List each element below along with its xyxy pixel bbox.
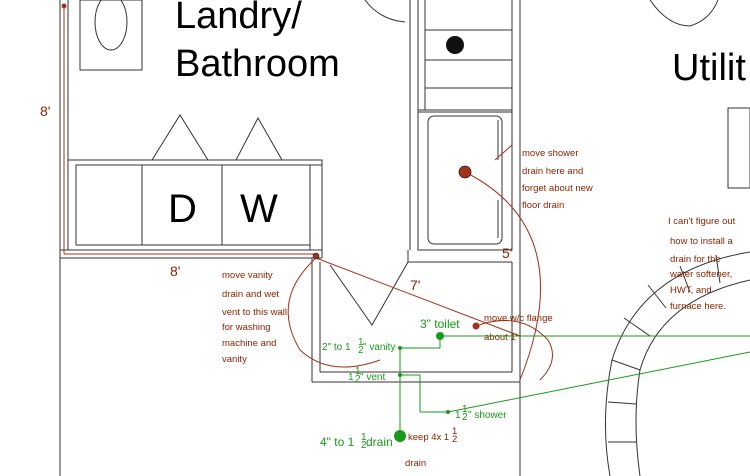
vent-pipe-node	[398, 373, 402, 377]
toilet-pipe-node	[436, 332, 444, 340]
shower-stall	[417, 111, 513, 251]
washer-dryer-unit: D W	[67, 114, 323, 251]
shower-pipe-label: 1 1 2 " shower	[455, 404, 507, 423]
svg-text:forget about new: forget about new	[522, 183, 593, 194]
svg-text:1: 1	[452, 426, 457, 437]
toilet-label: 3" toilet	[420, 317, 460, 331]
svg-text:drain and wet: drain and wet	[222, 289, 279, 300]
svg-text:2" to 1: 2" to 1	[322, 342, 351, 353]
svg-text:1: 1	[355, 366, 361, 377]
svg-text:1: 1	[358, 337, 364, 348]
svg-text:" shower: " shower	[468, 410, 507, 421]
note-move-vanity: move vanity drain and wet vent to this w…	[222, 270, 287, 365]
vanity-label: 2" to 1 1 2 " vanity	[322, 337, 395, 356]
main-drain-label: 4" to 1 1 2 drain	[320, 432, 393, 451]
dim-bottom-wall: 8'	[170, 263, 180, 279]
wc-flange-marker	[472, 322, 480, 330]
note-move-shower: move shower drain here and forget about …	[522, 148, 593, 211]
stair-post-icon	[446, 36, 464, 54]
svg-text:drain: drain	[405, 458, 426, 469]
washer-label: W	[240, 187, 278, 231]
svg-text:1: 1	[462, 404, 468, 415]
dim-shower-side: 5'	[502, 245, 512, 261]
svg-text:water softener,: water softener,	[669, 269, 732, 280]
walls	[59, 0, 750, 476]
svg-text:drain for the: drain for the	[670, 254, 721, 265]
main-drain-node	[394, 430, 406, 442]
spiral-stair	[604, 251, 750, 476]
svg-text:vent to this wall: vent to this wall	[222, 307, 287, 318]
svg-text:2: 2	[361, 440, 367, 451]
svg-text:vanity: vanity	[222, 354, 247, 365]
dim-left-wall: 8'	[40, 103, 50, 119]
svg-text:keep 4x 1: keep 4x 1	[408, 432, 449, 443]
dim-diagonal: 7'	[410, 277, 420, 293]
svg-text:about 1': about 1'	[484, 332, 518, 343]
plumbing-lines	[399, 335, 750, 436]
svg-text:drain here and: drain here and	[522, 166, 583, 177]
svg-text:4" to 1: 4" to 1	[320, 435, 355, 449]
svg-text:move w/c flange: move w/c flange	[484, 313, 553, 324]
svg-text:for washing: for washing	[222, 322, 271, 333]
vanity-pipe-node	[398, 346, 402, 350]
svg-text:1: 1	[361, 432, 367, 443]
svg-text:drain: drain	[366, 435, 393, 449]
svg-text:2: 2	[462, 412, 468, 423]
svg-text:how to install a: how to install a	[670, 236, 734, 247]
dimension-lines	[63, 6, 553, 381]
svg-text:" vent: " vent	[360, 372, 385, 383]
shower-drain-marker	[458, 165, 472, 179]
svg-text:" vanity: " vanity	[363, 342, 395, 353]
svg-text:1: 1	[348, 372, 354, 383]
svg-text:move vanity: move vanity	[222, 270, 273, 281]
svg-text:2: 2	[358, 345, 364, 356]
svg-text:furnace here.: furnace here.	[670, 301, 726, 312]
svg-text:move shower: move shower	[522, 148, 579, 159]
svg-text:HWT, and: HWT, and	[670, 285, 712, 296]
svg-text:I can't figure out: I can't figure out	[668, 216, 736, 227]
svg-text:machine and: machine and	[222, 338, 276, 349]
note-utility-drain: I can't figure out how to install a drai…	[668, 216, 736, 312]
dryer-label: D	[168, 187, 197, 231]
laundry-title-line2: Bathroom	[175, 43, 340, 85]
laundry-title-line1: Landry/	[175, 0, 302, 37]
note-move-wc: move w/c flange about 1'	[484, 313, 553, 343]
svg-text:floor drain: floor drain	[522, 200, 564, 211]
bathroom-walls	[311, 250, 520, 383]
keep-drain-note: keep 4x 1 1 2 drain	[405, 426, 457, 469]
svg-text:2: 2	[355, 374, 361, 385]
dim-endpoint	[61, 3, 67, 9]
vent-label: 1 1 2 " vent	[348, 366, 385, 385]
svg-text:1: 1	[455, 410, 461, 421]
svg-text:2: 2	[452, 434, 457, 445]
shower-pipe-node	[446, 410, 450, 414]
vanity-drain-marker	[312, 252, 320, 260]
utility-title: Utilit	[672, 47, 746, 89]
